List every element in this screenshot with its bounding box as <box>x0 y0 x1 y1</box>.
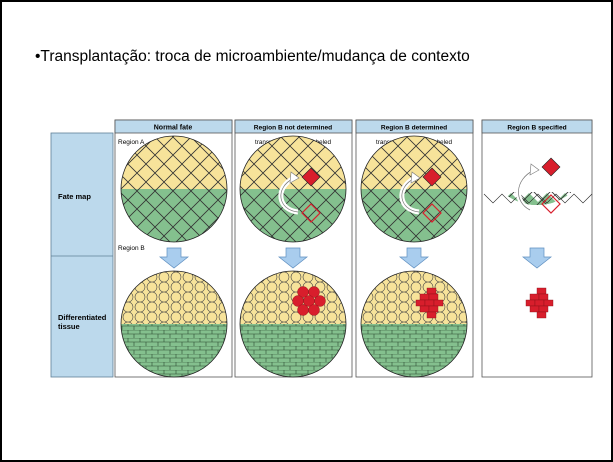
panel-region-b-not-determined: Region B not determined transplanted reg… <box>234 119 353 378</box>
transplant-diamond <box>422 167 442 187</box>
transplant-diamond <box>301 167 321 187</box>
panel-normal-fate: Normal fate Region A Region B <box>114 119 233 378</box>
tissue-label-line1: Differentiated <box>58 313 107 322</box>
red-brick-cluster <box>415 287 444 319</box>
down-arrow-icon <box>521 247 553 269</box>
donor-site-outline <box>422 203 442 223</box>
donor-site-outline <box>541 194 561 214</box>
panel-title: Normal fate <box>154 125 193 132</box>
tissue-label-line2: tissue <box>58 322 80 331</box>
donor-site-outline <box>301 203 321 223</box>
panel-title: Region B determined <box>381 125 447 132</box>
red-hex-cluster <box>292 286 326 316</box>
down-arrow-icon <box>398 247 430 269</box>
fate-map-label: Fate map <box>58 192 91 201</box>
panel-region-b-determined: Region B determined transplanted region … <box>355 119 474 378</box>
panel-title: Region B specified <box>507 125 566 132</box>
region-a-label: Region A <box>118 139 145 146</box>
panel-region-b-specified: Region B specified <box>481 119 593 378</box>
bullet-text: •Transplantação: troca de microambiente/… <box>35 48 470 65</box>
row-labels-column: Fate map Differentiated tissue <box>50 132 114 378</box>
down-arrow-icon <box>277 247 309 269</box>
isolated-red-cluster <box>525 287 554 319</box>
down-arrow-icon <box>158 247 190 269</box>
panel-title: Region B not determined <box>254 125 332 132</box>
region-b-label: Region B <box>118 245 145 252</box>
transplant-diamond <box>541 157 561 177</box>
